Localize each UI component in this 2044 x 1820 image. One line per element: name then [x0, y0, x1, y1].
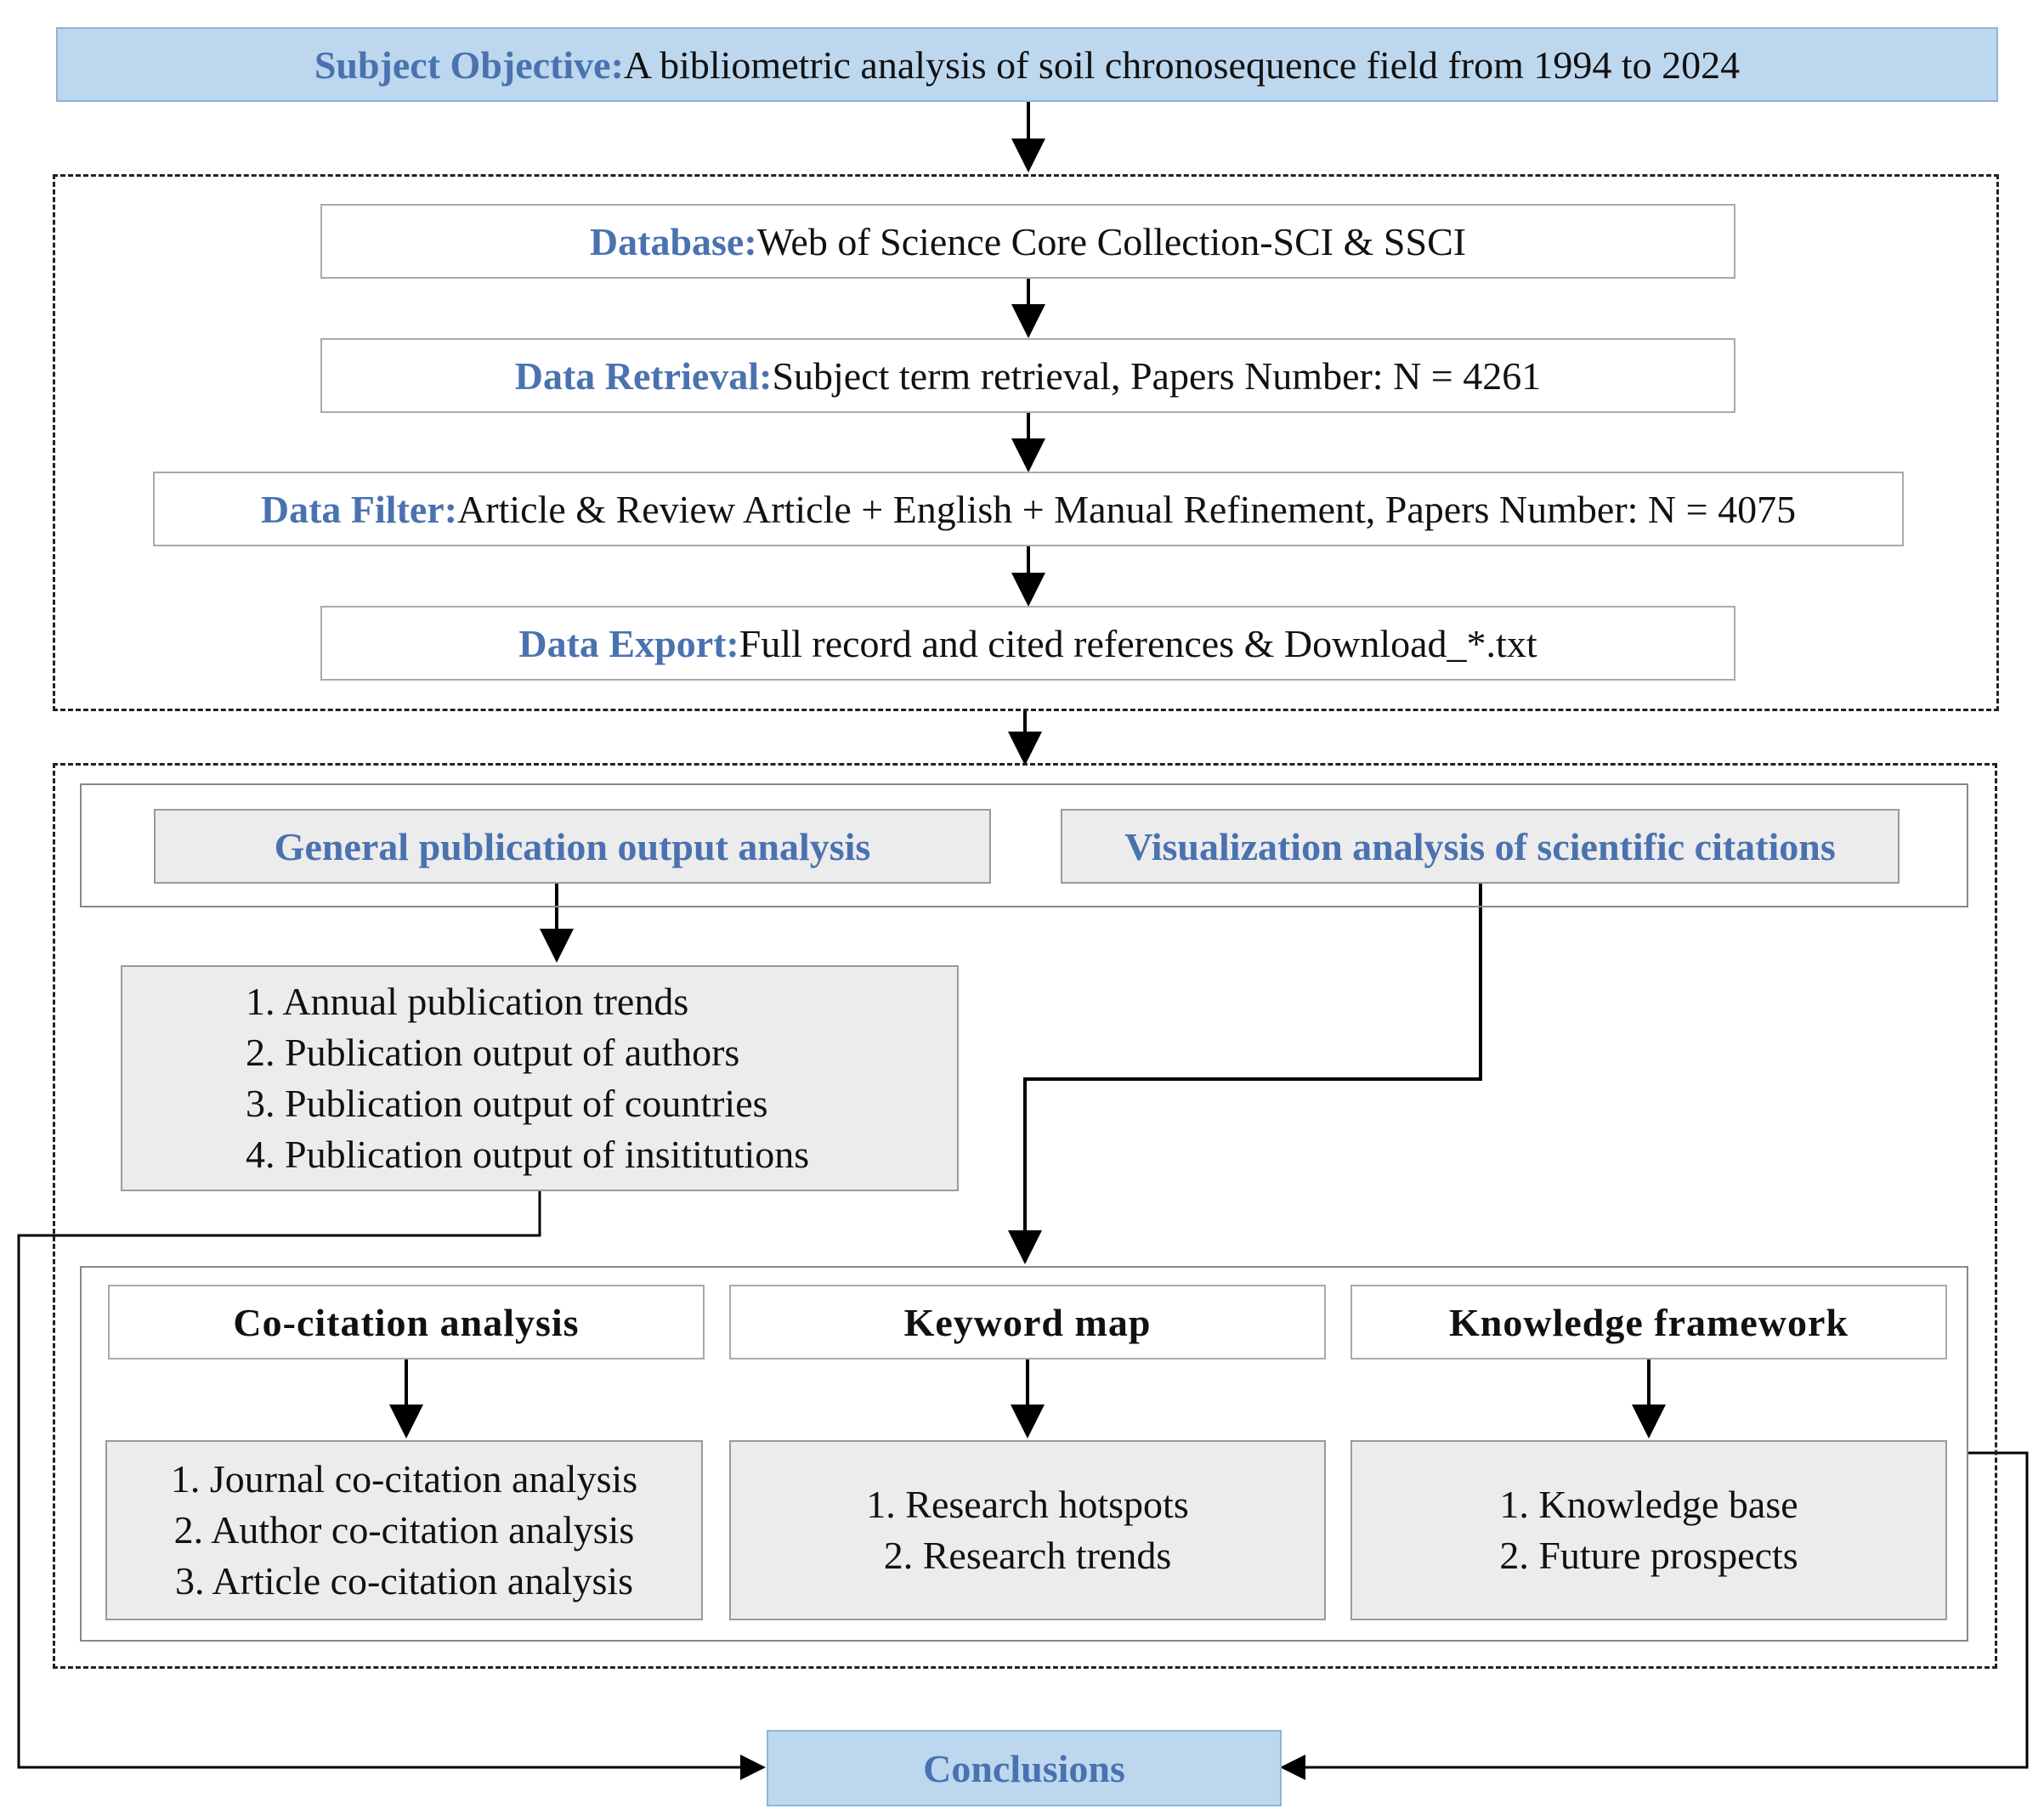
list-item: 1. Journal co-citation analysis [170, 1457, 638, 1501]
general-analysis-box: General publication output analysis [154, 809, 991, 884]
data-retrieval-box: Data Retrieval: Subject term retrieval, … [320, 338, 1735, 413]
objective-label: Subject Objective: [314, 42, 624, 87]
keyword-map-title: Keyword map [903, 1300, 1152, 1344]
arrow-visual-to-modules [1008, 884, 1482, 1264]
data-export-box: Data Export: Full record and cited refer… [320, 606, 1735, 681]
cocitation-header: Co-citation analysis [108, 1285, 705, 1359]
list-item: 2. Future prospects [1499, 1534, 1798, 1577]
modules-panel [80, 1266, 1968, 1642]
data-collection-group [53, 174, 1999, 711]
conclusions-label: Conclusions [923, 1746, 1125, 1790]
filter-label: Data Filter: [260, 487, 458, 531]
export-label: Data Export: [518, 621, 739, 665]
data-filter-box: Data Filter: Article & Review Article + … [153, 472, 1904, 546]
filter-text: Article & Review Article + English + Man… [457, 487, 1797, 531]
arrow-general-to-conclusions [17, 1190, 766, 1780]
export-text: Full record and cited references & Downl… [739, 621, 1537, 665]
list-item: 2. Research trends [883, 1534, 1172, 1577]
list-item: 4. Publication output of insititutions [246, 1133, 810, 1176]
list-item: 3. Article co-citation analysis [174, 1559, 634, 1602]
subject-objective-box: Subject Objective: A bibliometric analys… [56, 27, 1998, 102]
visualization-analysis-label: Visualization analysis of scientific cit… [1124, 824, 1836, 868]
keyword-map-header: Keyword map [729, 1285, 1326, 1359]
list-item: 1. Knowledge base [1499, 1483, 1798, 1526]
analysis-group [53, 763, 1997, 1669]
list-item: 2. Publication output of authors [246, 1031, 740, 1074]
cocitation-items: 1. Journal co-citation analysis 2. Autho… [105, 1440, 703, 1620]
list-item: 1. Annual publication trends [246, 980, 689, 1023]
cocitation-title: Co-citation analysis [233, 1300, 580, 1344]
database-label: Database: [589, 219, 757, 263]
knowledge-framework-title: Knowledge framework [1449, 1300, 1849, 1344]
visualization-analysis-box: Visualization analysis of scientific cit… [1061, 809, 1900, 884]
objective-text: A bibliometric analysis of soil chronose… [623, 42, 1741, 87]
list-item: 1. Research hotspots [866, 1483, 1189, 1526]
knowledge-framework-header: Knowledge framework [1350, 1285, 1947, 1359]
general-analysis-label: General publication output analysis [274, 824, 871, 868]
retrieval-text: Subject term retrieval, Papers Number: N… [772, 353, 1542, 398]
general-output-list: 1. Annual publication trends 2. Publicat… [121, 965, 959, 1191]
database-box: Database: Web of Science Core Collection… [320, 204, 1735, 279]
analysis-type-panel [80, 783, 1968, 907]
knowledge-framework-items: 1. Knowledge base 2. Future prospects [1350, 1440, 1947, 1620]
list-item: 2. Author co-citation analysis [173, 1508, 635, 1552]
list-item: 3. Publication output of countries [246, 1082, 768, 1125]
conclusions-box: Conclusions [767, 1730, 1282, 1806]
database-text: Web of Science Core Collection-SCI & SSC… [756, 219, 1467, 263]
keyword-map-items: 1. Research hotspots 2. Research trends [729, 1440, 1326, 1620]
retrieval-label: Data Retrieval: [514, 353, 773, 398]
